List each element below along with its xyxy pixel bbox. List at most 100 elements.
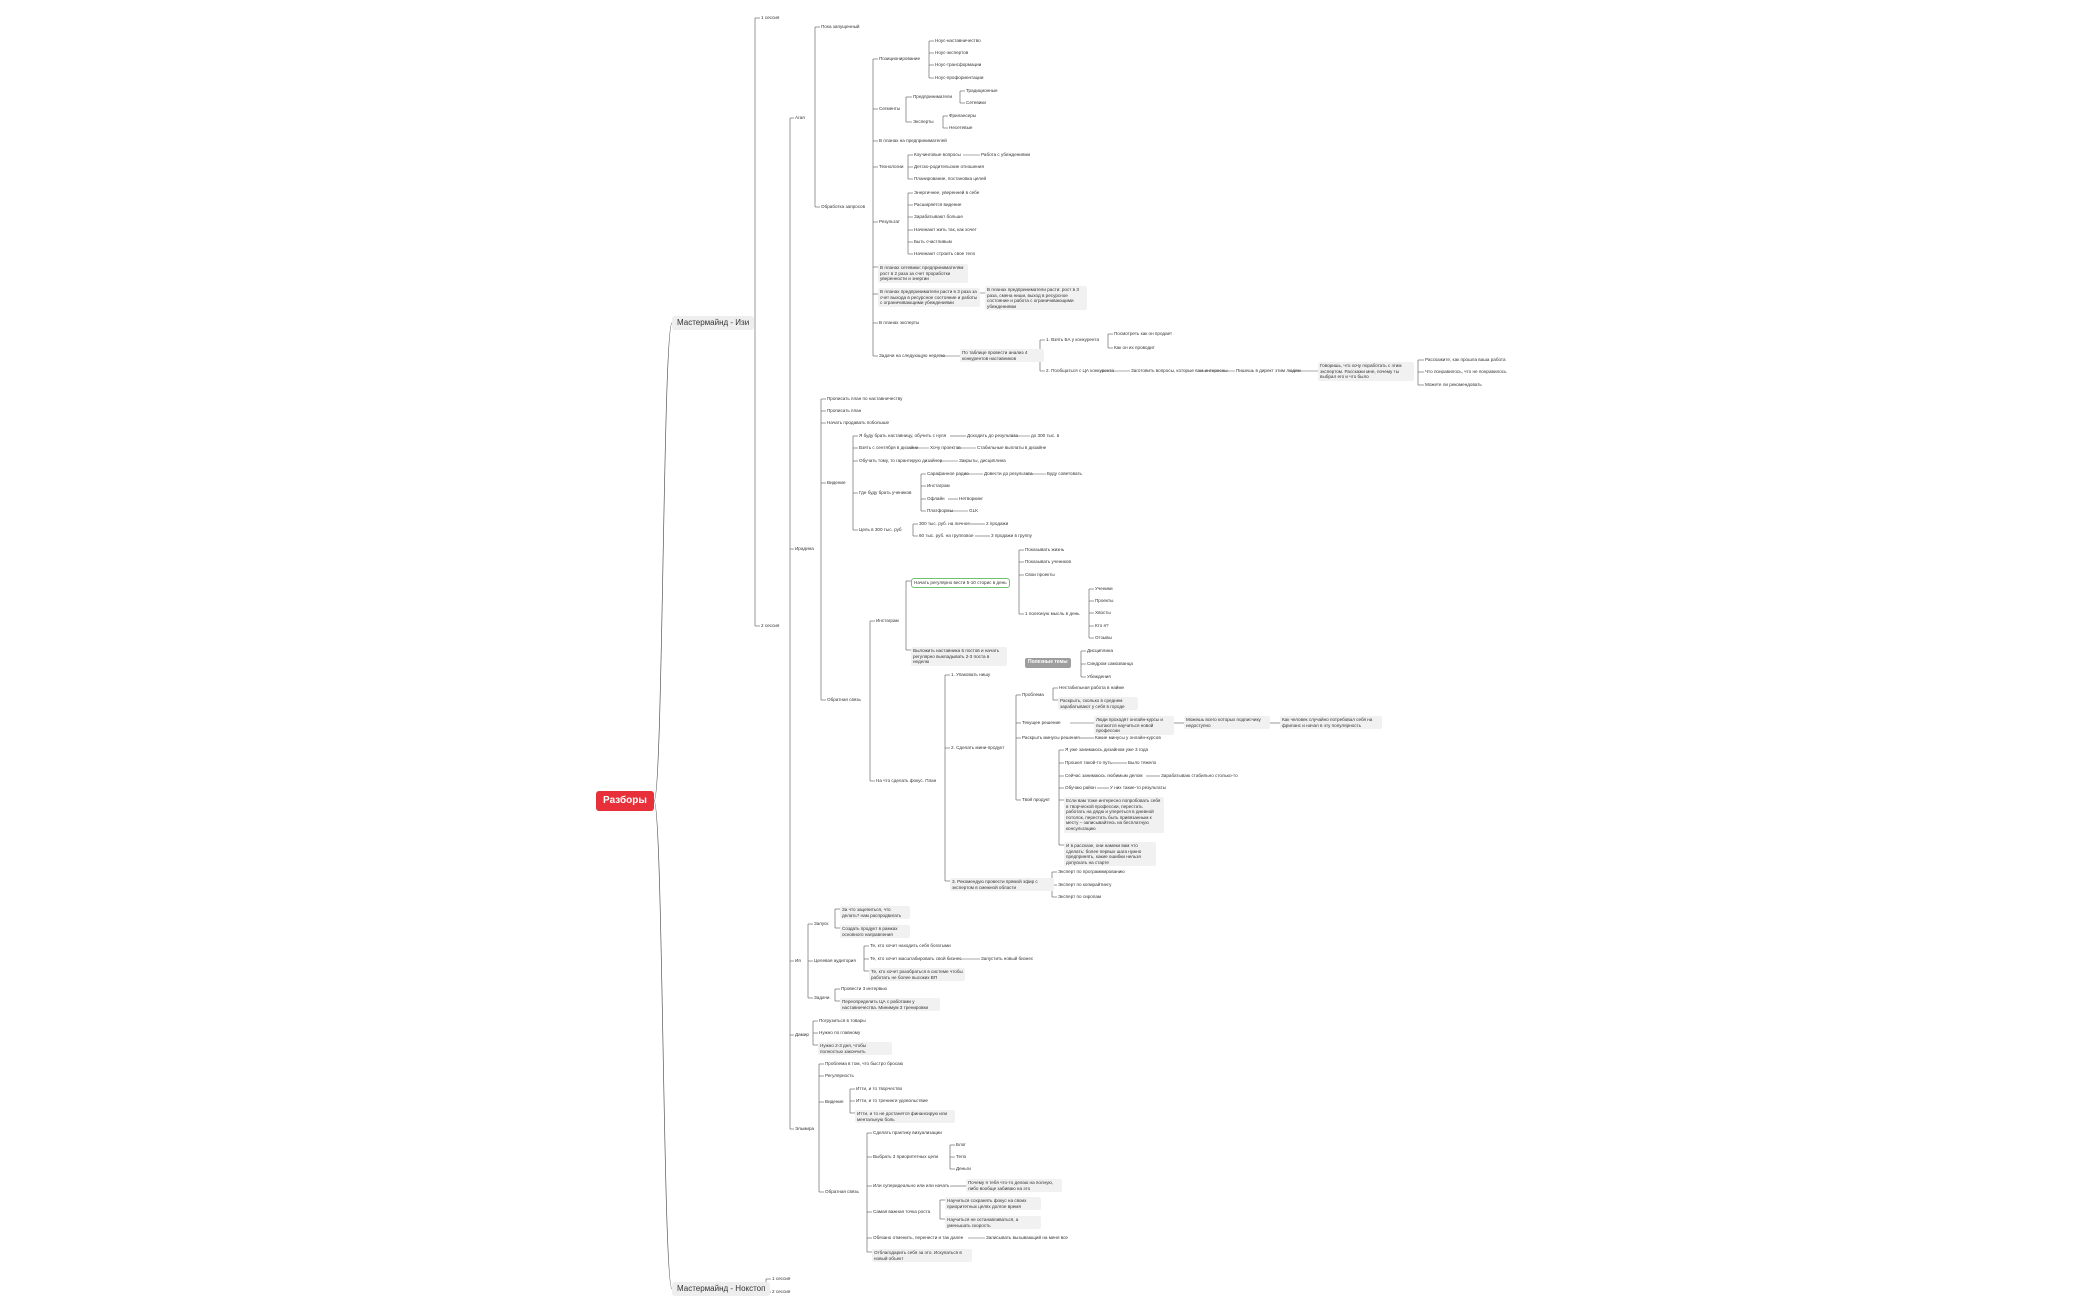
node-ir4d[interactable]: Кто я?	[1095, 623, 1109, 628]
node-raskr[interactable]: Раскрыть минусы решения	[1022, 735, 1080, 740]
node-eo2[interactable]: Выбрать 3 приоритетных цели	[873, 1154, 939, 1159]
node-zd2e[interactable]: Что понравилось, что не понравилось	[1425, 369, 1507, 374]
node-th1b[interactable]: Работа с убеждениями	[981, 152, 1031, 157]
node-ce2[interactable]: Те, кто хочет масштабировать свой бизнес	[870, 956, 962, 961]
node-el2[interactable]: Регулярность	[825, 1073, 854, 1078]
node-vd2[interactable]: Взять с сентября в дизайне	[859, 445, 919, 450]
node-pz3[interactable]: Ноус-трансформации	[935, 62, 982, 67]
node-rz3[interactable]: Зарабатывают больше	[914, 214, 963, 219]
node-eo6[interactable]: Отблагодарить себя за это. Искупаться в …	[872, 1249, 972, 1263]
node-eo1[interactable]: Сделать практику визуализации	[873, 1130, 942, 1135]
node-tr3[interactable]: Как человек случайно потребовал себя на …	[1280, 716, 1382, 730]
node-vd3[interactable]: Обучать тому, то гарантирую дизайнер	[859, 458, 943, 463]
node-ir4c[interactable]: Хвосты	[1095, 610, 1111, 615]
node-ce2a[interactable]: Запустить новый бизнес	[981, 956, 1034, 961]
node-polezn[interactable]: Полезные темы	[1025, 658, 1071, 668]
node-evid[interactable]: Видение	[825, 1099, 844, 1104]
node-zd2a[interactable]: Заготовить вопросы, которые вам интересн…	[1131, 368, 1228, 373]
node-elmira[interactable]: Эльмира	[795, 1126, 815, 1131]
node-vpl-pred[interactable]: В планах на предпринимателей	[879, 138, 947, 143]
node-ir4b[interactable]: Проекты	[1095, 598, 1114, 603]
node-irina[interactable]: Ирадина	[795, 546, 814, 551]
node-th1[interactable]: Коучинговые вопросы	[914, 152, 961, 157]
node-pz1[interactable]: Ноус-наставничество	[935, 38, 981, 43]
node-tv2a[interactable]: Было тяжело	[1128, 760, 1157, 765]
node-zd1b[interactable]: Как он их проводит	[1114, 345, 1155, 350]
node-probl[interactable]: Проблема	[1022, 692, 1044, 697]
node-f3b[interactable]: Эксперт по копирайтингу	[1058, 882, 1112, 887]
node-eo4b[interactable]: Научиться не останавливаться, а уменьшат…	[945, 1216, 1041, 1230]
node-f1[interactable]: 1. Упаковать нишу	[951, 672, 991, 677]
node-tek-resh[interactable]: Текущее решение	[1022, 720, 1061, 725]
node-eo5[interactable]: Обязано отменить, перенести и так далее	[873, 1235, 964, 1240]
node-videnie[interactable]: Видение	[827, 480, 846, 485]
node-zd2b[interactable]: Пишешь в директ этим людям	[1236, 368, 1301, 373]
node-pz2[interactable]: Ноус-экспертов	[935, 50, 969, 55]
node-vpl-eksp[interactable]: В планах эксперты	[879, 320, 920, 325]
node-iya[interactable]: Ия	[795, 958, 801, 963]
node-f3a[interactable]: Эксперт по программированию	[1058, 869, 1125, 874]
node-zd1a[interactable]: Посмотреть как он продает	[1114, 331, 1173, 336]
node-rezult[interactable]: Результат	[879, 219, 900, 224]
node-zadachi[interactable]: Задачи на следующую неделю	[879, 353, 945, 358]
node-cl2[interactable]: 60 тыс. руб. на групповое	[919, 533, 974, 538]
node-ce1[interactable]: Те, кто хочет находить себя богатыми	[870, 943, 951, 948]
node-tv6[interactable]: И в рассказе, они намеки вам что сделать…	[1064, 842, 1156, 867]
node-pl2[interactable]: Синдром самозванца	[1087, 661, 1133, 666]
node-tr1[interactable]: Люди проходят онлайн-курсы и пытаются на…	[1094, 716, 1174, 735]
node-rz2[interactable]: Расширяется видение	[914, 202, 962, 207]
node-agar[interactable]: Агая	[795, 115, 805, 120]
node-gde[interactable]: Где буду брать учеников	[859, 490, 912, 495]
node-izi[interactable]: Мастермайнд - Изи	[672, 316, 755, 330]
node-ir4a[interactable]: Ученики	[1095, 586, 1113, 591]
node-vd1[interactable]: Я буду брать наставницу, обучить с нуля	[859, 433, 947, 438]
node-vd2b[interactable]: Стабильные выплаты в дизайне	[977, 445, 1047, 450]
node-ev1[interactable]: Итти, и то творчество	[856, 1086, 903, 1091]
node-ir2[interactable]: Показывать учеников	[1025, 559, 1071, 564]
node-pozic[interactable]: Позиционирование	[879, 56, 921, 61]
node-eobr[interactable]: Обратная связь	[825, 1189, 859, 1194]
node-pr1[interactable]: Традиционные	[966, 88, 998, 93]
node-zh1[interactable]: Провести 3 интервью	[841, 986, 887, 991]
node-plan-seti[interactable]: В планах сетевики: предпринимателям рост…	[878, 264, 968, 283]
node-n-s1[interactable]: 1 сессия	[772, 1276, 791, 1281]
node-f2[interactable]: 2. Сделать мини-продукт	[951, 745, 1005, 750]
node-plan-pred[interactable]: В планах предприниматели расти в 3 раза …	[878, 288, 980, 307]
node-cl2a[interactable]: 3 продажи в группу	[991, 533, 1032, 538]
node-f3[interactable]: 3. Рекомендую провести прямой эфир с экс…	[950, 878, 1054, 892]
node-damir[interactable]: Дамир	[795, 1032, 809, 1037]
node-nokstop[interactable]: Мастермайнд - Нокстоп	[672, 1282, 771, 1296]
node-ce3[interactable]: Те, кто хочет разобраться в системе чтоб…	[869, 968, 965, 982]
node-celev[interactable]: Целевая аудитория	[814, 958, 856, 963]
node-zd1[interactable]: 1. Взять БА у конкурента	[1046, 337, 1100, 342]
node-eo2c[interactable]: Деньги	[956, 1166, 971, 1171]
node-vd3a[interactable]: Закрыты, дисциплина	[959, 458, 1006, 463]
node-ir3[interactable]: Свои проекты	[1025, 572, 1055, 577]
node-eo5a[interactable]: Записывать вызывающий на меня все	[986, 1235, 1068, 1240]
node-ev2[interactable]: Итти, и то тренинги удовольствие	[856, 1098, 928, 1103]
node-zadach2[interactable]: Задачи	[814, 995, 830, 1000]
node-poka-net[interactable]: Пока запущенный	[821, 24, 860, 29]
node-zp1[interactable]: За что зацепиться, что делать? нам распр…	[840, 906, 910, 920]
node-cel[interactable]: Цель в 300 тыс. руб	[859, 527, 902, 532]
node-tv2[interactable]: Прошел такой-то путь	[1065, 760, 1112, 765]
node-zapusk[interactable]: Запуск	[814, 921, 829, 926]
node-segm[interactable]: Сегменты	[879, 106, 901, 111]
node-zd2d[interactable]: Расскажите, как прошла ваша работа	[1425, 357, 1506, 362]
node-zp2[interactable]: Создать продукт в рамках основного напра…	[840, 925, 910, 939]
node-pb1[interactable]: Нестабильная работа в найме	[1059, 685, 1125, 690]
node-tv5[interactable]: Если вам тоже интересно попробовать себя…	[1064, 797, 1164, 833]
node-ir-prop[interactable]: Прописать план	[827, 408, 862, 413]
node-eksp[interactable]: Эксперты	[913, 119, 934, 124]
node-gd1b[interactable]: Буду советовать	[1047, 471, 1082, 476]
node-insta[interactable]: Инстаграм	[876, 618, 899, 623]
node-dm2[interactable]: Нужно по главному	[819, 1030, 861, 1035]
node-eo2b[interactable]: Тело	[956, 1154, 967, 1159]
node-s1[interactable]: 1 сессия	[761, 15, 780, 20]
node-pr2[interactable]: Сетевики	[966, 100, 986, 105]
node-zd2[interactable]: 2. Пообщаться с ЦА конкурента	[1046, 368, 1114, 373]
node-el1[interactable]: Проблема в том, что быстро бросаю	[825, 1061, 904, 1066]
node-cl1a[interactable]: 2 продажи	[986, 521, 1009, 526]
node-gd3[interactable]: Офлайн	[927, 496, 945, 501]
node-eo3[interactable]: Или суперидеально или или начать	[873, 1183, 950, 1188]
